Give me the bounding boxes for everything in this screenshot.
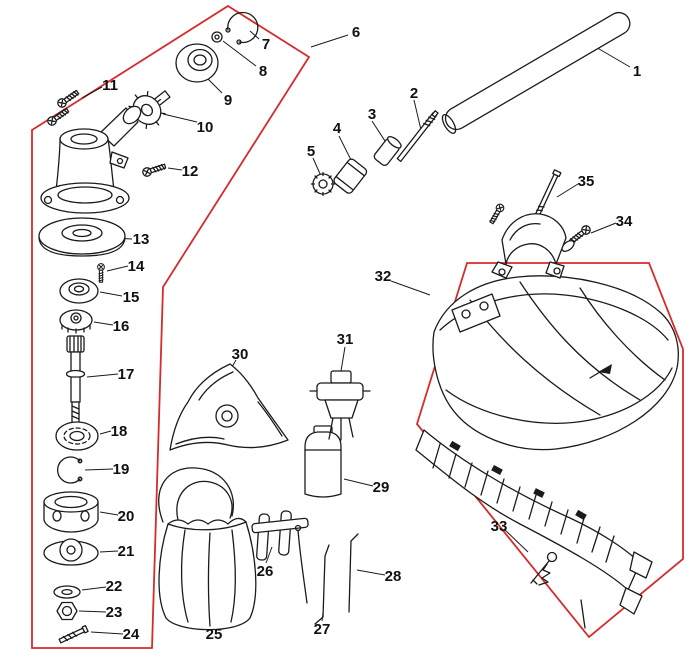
- part-27-drawing: [314, 544, 330, 625]
- part-label-29: 29: [373, 479, 390, 496]
- part-12-drawing: [141, 161, 168, 178]
- part-3-drawing: [373, 136, 402, 166]
- part-label-23: 23: [106, 604, 123, 621]
- part-30-drawing: [169, 363, 289, 451]
- gear-housing-drawing: [40, 105, 142, 214]
- part-label-22: 22: [106, 578, 123, 595]
- part-33-drawing: [415, 429, 653, 629]
- part-2-drawing: [396, 110, 439, 163]
- part-21-drawing: [43, 538, 99, 566]
- part-11-drawing: [45, 88, 81, 128]
- part-label-2: 2: [410, 85, 418, 102]
- part-18-drawing: [55, 421, 99, 451]
- part-label-4: 4: [333, 120, 342, 137]
- part-5-drawing: [310, 171, 336, 197]
- part-label-33: 33: [491, 518, 508, 535]
- part-17-drawing: [65, 335, 86, 425]
- part-10-drawing: [128, 90, 171, 130]
- part-label-8: 8: [259, 63, 267, 80]
- part-label-28: 28: [385, 568, 402, 585]
- part-34-drawing: [561, 223, 593, 252]
- part-label-1: 1: [633, 63, 641, 80]
- part-label-19: 19: [113, 461, 130, 478]
- part-label-5: 5: [307, 143, 315, 160]
- part-label-31: 31: [337, 331, 354, 348]
- part-label-24: 24: [123, 626, 140, 643]
- part-label-17: 17: [118, 366, 135, 383]
- part-24-drawing: [58, 624, 89, 644]
- part-label-26: 26: [257, 563, 274, 580]
- part-labels: 1 2 3 4 5 6 7 8 9 10 11 12 13 14 15 16 1…: [102, 24, 641, 643]
- part-label-11: 11: [102, 77, 118, 94]
- part-16-drawing: [59, 309, 93, 334]
- part-label-34: 34: [616, 213, 633, 230]
- part-7-drawing: [225, 11, 259, 45]
- part-label-27: 27: [314, 621, 331, 638]
- part-29-drawing: [304, 425, 342, 498]
- part-label-21: 21: [118, 543, 135, 560]
- part-31-drawing: [309, 370, 371, 441]
- part-25-drawing: [158, 467, 257, 631]
- part-1-drawing: [441, 11, 631, 134]
- part-label-13: 13: [133, 231, 150, 248]
- part-label-15: 15: [123, 289, 140, 306]
- part-label-18: 18: [111, 423, 128, 440]
- part-label-35: 35: [578, 173, 595, 190]
- part-15-drawing: [59, 278, 99, 304]
- part-19-drawing: [57, 456, 83, 484]
- part-13-drawing: [38, 217, 126, 257]
- part-23-drawing: [56, 601, 78, 621]
- red-group-outline-right: [415, 262, 684, 639]
- red-group-outline-left: [31, 4, 311, 649]
- part-label-14: 14: [128, 258, 145, 275]
- part-4-drawing: [333, 158, 368, 194]
- part-32-drawing: [432, 275, 679, 451]
- part-label-3: 3: [368, 106, 376, 123]
- part-label-7: 7: [262, 36, 270, 53]
- part-label-16: 16: [113, 318, 130, 335]
- part-label-9: 9: [224, 92, 232, 109]
- part-22-drawing: [53, 585, 81, 599]
- leader-lines: [78, 30, 631, 635]
- part-label-32: 32: [375, 268, 392, 285]
- direction-arrow-icon: [598, 364, 612, 374]
- part-label-6: 6: [352, 24, 360, 41]
- part-label-20: 20: [118, 508, 135, 525]
- part-20-drawing: [43, 491, 99, 533]
- part-28-drawing: [348, 533, 359, 613]
- part-14-drawing: [97, 263, 105, 283]
- part-35-drawing: [487, 169, 567, 279]
- part-label-25: 25: [206, 626, 223, 643]
- part-label-30: 30: [232, 346, 249, 363]
- part-label-10: 10: [197, 119, 214, 136]
- part-9-drawing: [175, 43, 219, 83]
- part-26-drawing: [251, 510, 309, 604]
- part-label-12: 12: [182, 163, 199, 180]
- part-8-drawing: [211, 31, 223, 43]
